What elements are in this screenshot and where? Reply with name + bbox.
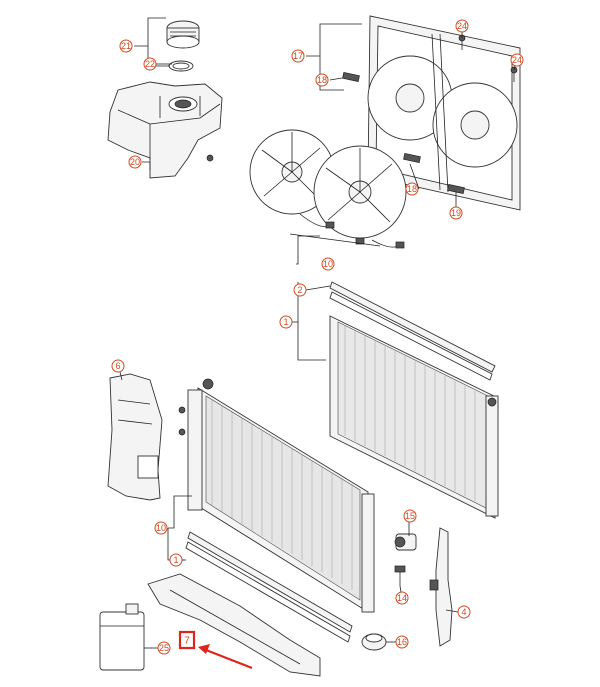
callout-24-left: 24 <box>455 19 469 33</box>
lower-seal-strip <box>185 531 353 643</box>
callout-label-15: 15 <box>405 511 415 521</box>
air-guide-left <box>107 373 163 501</box>
callout-label-6: 6 <box>115 361 120 371</box>
callout-25: 25 <box>157 641 171 655</box>
callout-label-10-fans: 10 <box>323 259 333 269</box>
callout-label-20: 20 <box>130 157 140 167</box>
callout-label-7: 7 <box>184 636 190 647</box>
callout-label-25: 25 <box>159 643 169 653</box>
callout-14: 14 <box>395 591 409 605</box>
callout-10-fans: 10 <box>321 257 335 271</box>
cooling-fans <box>249 129 407 249</box>
callout-label-18-lower: 18 <box>407 184 417 194</box>
callout-label-4: 4 <box>461 607 466 617</box>
small-parts <box>361 527 453 651</box>
callout-6: 6 <box>111 359 125 373</box>
callout-18-lower: 18 <box>405 182 419 196</box>
callout-4: 4 <box>457 605 471 619</box>
highlight-part-7: 7 <box>178 630 253 670</box>
rear-radiator <box>329 315 499 519</box>
callout-19: 19 <box>449 206 463 220</box>
lower-air-guide <box>147 573 321 677</box>
highlight-arrow-head <box>198 644 210 654</box>
callout-label-24-right: 24 <box>512 55 522 65</box>
callout-21: 21 <box>119 39 133 53</box>
callout-label-18-upper: 18 <box>317 75 327 85</box>
callout-label-14: 14 <box>397 593 407 603</box>
callout-1-upper: 1 <box>279 315 293 329</box>
callout-16: 16 <box>395 635 409 649</box>
callout-15: 15 <box>403 509 417 523</box>
callout-label-19: 19 <box>451 208 461 218</box>
callout-label-2: 2 <box>297 285 302 295</box>
coolant-bottle <box>99 603 145 671</box>
seal-strips <box>329 281 496 381</box>
callout-label-10: 10 <box>156 523 166 533</box>
highlight-arrow-shaft <box>205 648 253 670</box>
callout-label-21: 21 <box>121 41 131 51</box>
callout-20: 20 <box>128 155 142 169</box>
callout-17: 17 <box>291 49 305 63</box>
callout-label-16: 16 <box>397 637 407 647</box>
callout-10: 10 <box>154 521 168 535</box>
callout-label-1: 1 <box>173 555 178 565</box>
callout-1: 1 <box>169 553 183 567</box>
callout-label-17: 17 <box>293 51 303 61</box>
callout-22: 22 <box>143 57 157 71</box>
highlight-box <box>178 630 196 650</box>
callout-label-22: 22 <box>145 59 155 69</box>
expansion-tank <box>107 20 223 179</box>
main-radiator <box>178 378 375 613</box>
callout-24-right: 24 <box>510 53 524 67</box>
callout-label-24-left: 24 <box>457 21 467 31</box>
fan-shroud <box>342 15 521 211</box>
callout-2: 2 <box>293 283 307 297</box>
callout-18-upper: 18 <box>315 73 329 87</box>
callout-label-1-upper: 1 <box>283 317 288 327</box>
